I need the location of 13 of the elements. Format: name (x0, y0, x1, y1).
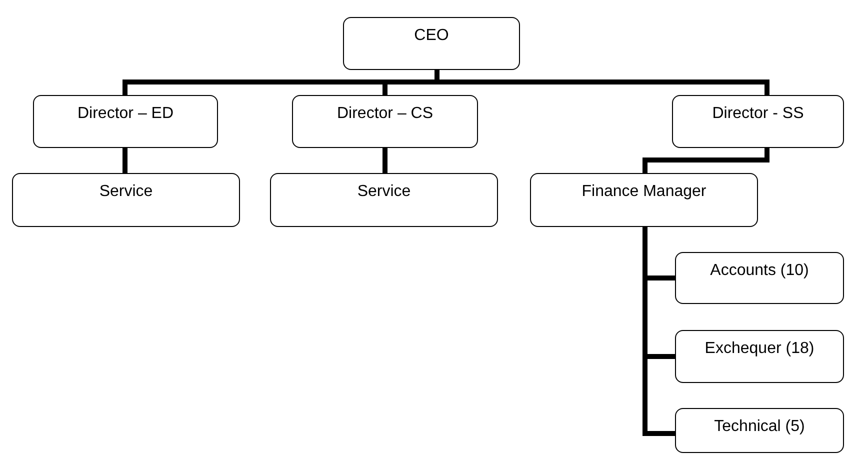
connector-line (122, 148, 128, 173)
connector-line (382, 148, 388, 173)
org-box: Director – CS (292, 95, 478, 148)
org-box: Technical (5) (675, 408, 844, 453)
org-box: Finance Manager (530, 173, 758, 227)
org-box: Service (12, 173, 240, 227)
org-box: Service (270, 173, 498, 227)
connector-line (642, 148, 770, 173)
org-box: Exchequer (18) (675, 330, 844, 383)
org-box: CEO (343, 17, 520, 70)
org-box: Accounts (10) (675, 252, 844, 304)
org-box: Director – ED (33, 95, 218, 148)
org-box: Director - SS (672, 95, 844, 148)
